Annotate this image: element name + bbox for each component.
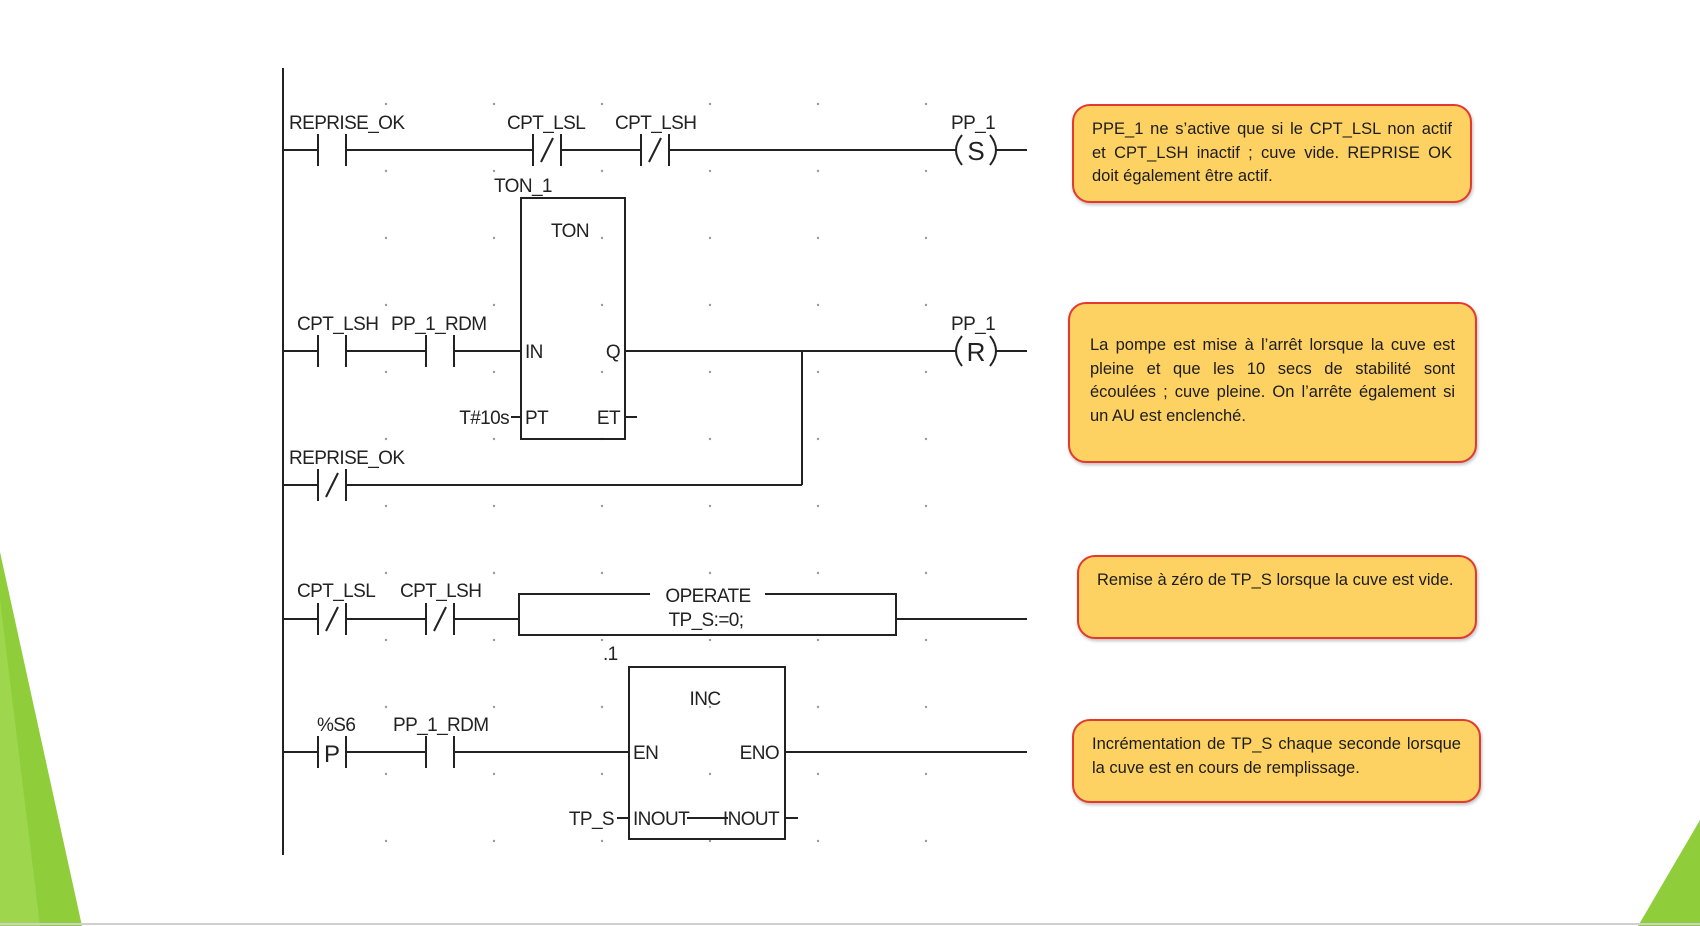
ton-pin-et: ET [597,408,621,429]
ton-block-type: TON [551,221,589,242]
rung4-contact-s6-label: %S6 [317,715,355,736]
operate-block-title: OPERATE [665,586,750,607]
rung1-coil-set: S [967,136,984,166]
note-rung4: Incrémentation de TP_S chaque seconde lo… [1072,719,1481,803]
inc-block-type: INC [690,689,721,710]
ton-pin-in: IN [525,342,543,363]
inc-instance-label: .1 [603,644,618,665]
rung3-contact-cpt-lsh-label: CPT_LSH [400,581,481,602]
rung2-parallel-contact-label: REPRISE_OK [289,448,405,469]
rung2-contact-pp1-rdm-label: PP_1_RDM [391,314,487,335]
rung2-coil-name: PP_1 [951,314,995,335]
dot-grid [384,102,928,843]
ton-instance-label: TON_1 [494,176,552,197]
rung1-contact-cpt-lsl-label: CPT_LSL [507,113,585,134]
green-triangle-right [1638,820,1700,926]
rung2-coil-reset: R [967,337,986,367]
green-triangle-left-light [0,600,40,926]
ton-pin-pt: PT [525,408,549,429]
inc-pin-inout-out: INOUT [723,809,780,830]
rung4-contact-pp1-rdm-label: PP_1_RDM [393,715,489,736]
inc-pin-inout-in: INOUT [633,809,690,830]
note-rung3: Remise à zéro de TP_S lorsque la cuve es… [1077,555,1477,639]
rung1-coil-name: PP_1 [951,113,995,134]
inc-pin-eno: ENO [740,743,779,764]
note-rung1: PPE_1 ne s’active que si le CPT_LSL non … [1072,104,1472,203]
rung2-contact-cpt-lsh-label: CPT_LSH [297,314,378,335]
rung1-contact-cpt-lsh-label: CPT_LSH [615,113,696,134]
note-rung2: La pompe est mise à l’arrêt lorsque la c… [1068,302,1477,463]
inc-pin-en: EN [633,743,658,764]
ton-pin-q: Q [606,342,620,363]
rung1-contact-reprise-ok-label: REPRISE_OK [289,113,405,134]
operate-block-expression: TP_S:=0; [669,610,744,631]
inc-inout-variable: TP_S [569,809,614,830]
ton-pt-value: T#10s [459,408,509,429]
rung3-contact-cpt-lsl-label: CPT_LSL [297,581,375,602]
rung4-rising-edge-symbol: P [324,741,340,768]
